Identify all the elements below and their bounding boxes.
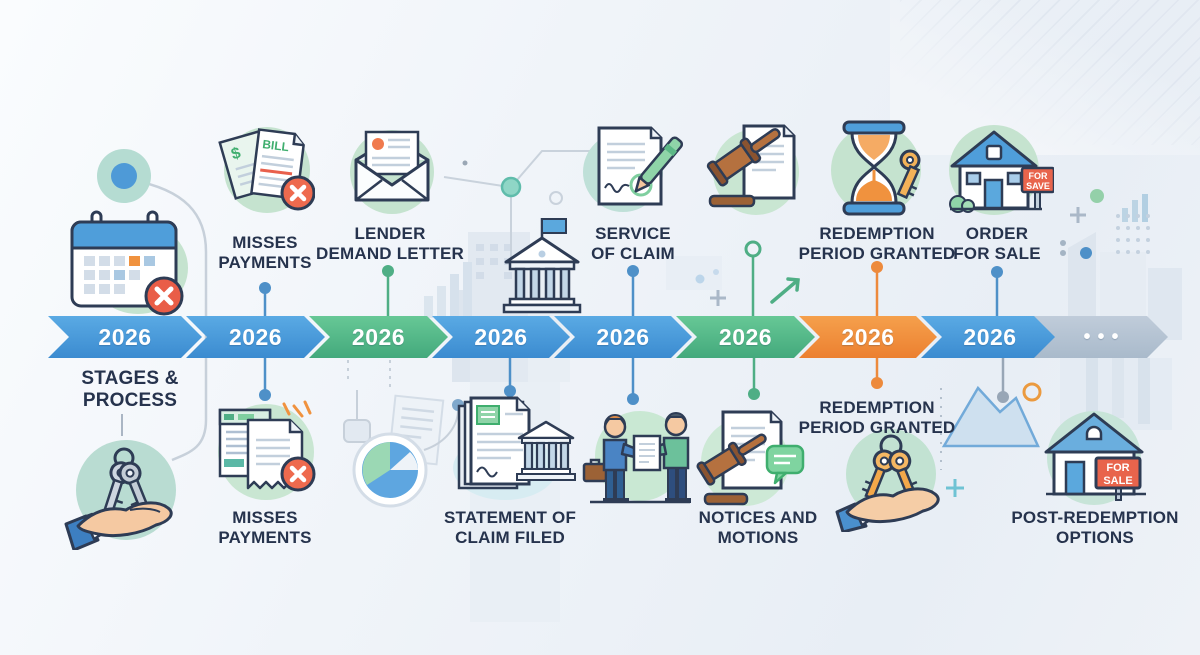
hatch-fade-overlay [890, 0, 1200, 155]
timeline-segment-4: 2026 [432, 316, 570, 358]
gavel-document-icon [698, 120, 806, 217]
bank-building-icon [494, 216, 590, 315]
timeline-segment-8: 2026 [921, 316, 1059, 358]
label-service-of-claim: SERVICE OF CLAIM [591, 224, 675, 263]
house-for-sale-icon: FOR SAVE [942, 120, 1054, 217]
claim-documents-bank-icon [443, 394, 578, 502]
hand-keys-orange-icon [833, 424, 945, 532]
segment-year: 2026 [963, 323, 1017, 350]
timeline-segment-1: 2026 [48, 316, 202, 358]
segment-year: 2026 [596, 323, 650, 350]
timeline-segment-3: 2026 [309, 316, 448, 358]
timeline-segment-ellipsis: ••• [1034, 316, 1168, 358]
receipts-missed-icon [210, 396, 322, 508]
heading-stages-process: STAGES & PROCESS [81, 368, 179, 411]
timeline-segment-2: 2026 [186, 316, 325, 358]
bill-documents-icon: $ BILL [215, 120, 315, 218]
segment-year: 2026 [474, 323, 528, 350]
document-pen-icon [583, 122, 685, 217]
demand-letter-envelope-icon [342, 122, 442, 217]
segment-year: 2026 [841, 323, 895, 350]
calendar-missed-icon [58, 208, 193, 316]
label-post-redemption-options: POST-REDEMPTION OPTIONS [1011, 508, 1179, 547]
label-misses-payments-bottom: MISSES PAYMENTS [218, 508, 312, 547]
svg-text:FOR: FOR [1029, 171, 1048, 181]
svg-text:BILL: BILL [262, 137, 290, 154]
hourglass-key-icon [826, 118, 934, 218]
small-ring-decoration [549, 191, 563, 205]
timeline-segment-6: 2026 [676, 316, 815, 358]
label-misses-payments-top: MISSES PAYMENTS [218, 233, 312, 272]
house-post-redemption-icon: FOR SALE [1032, 402, 1160, 514]
svg-text:SAVE: SAVE [1026, 181, 1050, 191]
people-exchange-icon [576, 398, 704, 510]
segment-year: 2026 [351, 323, 406, 350]
svg-text:FOR: FOR [1106, 462, 1129, 474]
ellipsis-dots: ••• [1083, 325, 1126, 348]
segment-year: 2026 [228, 323, 283, 350]
timeline-segment-5: 2026 [554, 316, 692, 358]
label-statement-of-claim-filed: STATEMENT OF CLAIM FILED [443, 508, 577, 547]
segment-year: 2026 [98, 323, 152, 350]
segment-year: 2026 [718, 323, 773, 350]
node-circle-decoration [500, 176, 522, 198]
tiny-dot-decoration [462, 160, 468, 166]
label-redemption-period-granted-top: REDEMPTION PERIOD GRANTED [798, 224, 956, 263]
timeline-segment-7: 2026 [799, 316, 937, 358]
label-redemption-period-granted-bottom: REDEMPTION PERIOD GRANTED [798, 398, 956, 437]
hand-keys-gray-icon [64, 428, 182, 550]
label-notices-and-motions: NOTICES AND MOTIONS [698, 508, 818, 547]
label-lender-demand-letter: LENDER DEMAND LETTER [315, 224, 465, 263]
label-order-for-sale: ORDER FOR SALE [953, 224, 1041, 263]
gavel-notice-icon [693, 406, 811, 514]
svg-text:SALE: SALE [1103, 475, 1132, 487]
